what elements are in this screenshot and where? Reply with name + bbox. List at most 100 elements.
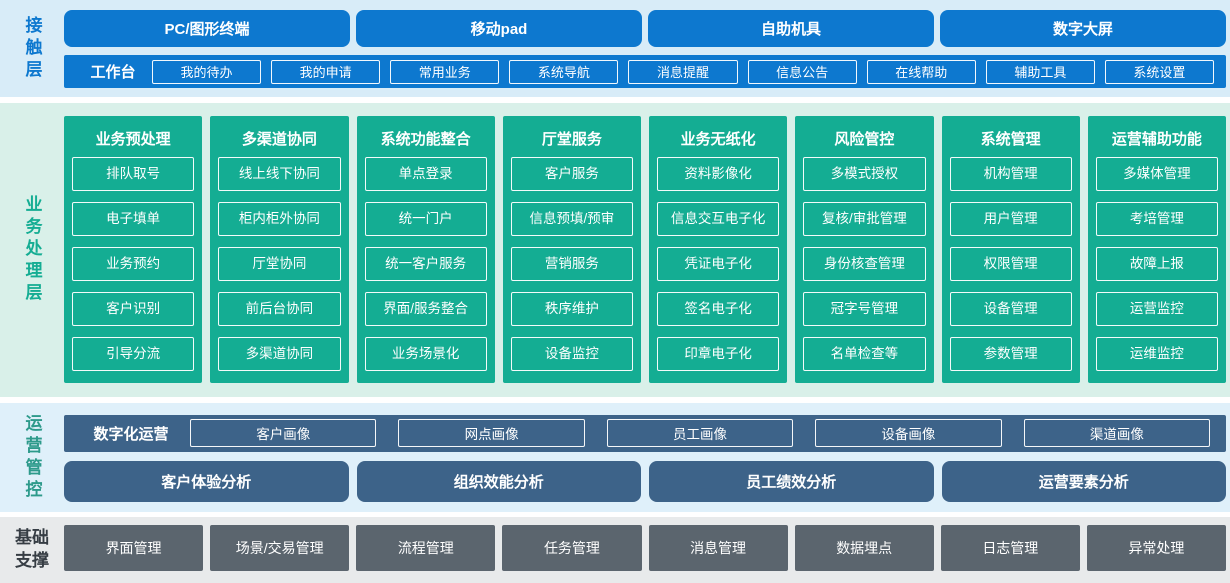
business-feature-chip[interactable]: 界面/服务整合: [364, 292, 487, 326]
device-button[interactable]: PC/图形终端: [64, 10, 350, 47]
device-button[interactable]: 自助机具: [648, 10, 934, 47]
business-column: 业务无纸化 资料影像化 信息交互电子化 凭证电子化 签名电子化 印章电子化: [649, 116, 788, 383]
business-feature-chip[interactable]: 线上线下协同: [218, 157, 341, 191]
business-feature-chip[interactable]: 营销服务: [510, 247, 633, 281]
business-feature-chip[interactable]: 考培管理: [1095, 202, 1218, 236]
workbench-item[interactable]: 我的申请: [271, 59, 381, 84]
contact-layer-section: 接触层 PC/图形终端 移动pad 自助机具 数字大屏 工作台 我的待办 我的申…: [0, 0, 1230, 97]
business-feature-chip[interactable]: 身份核查管理: [803, 247, 926, 281]
workbench-item[interactable]: 常用业务: [390, 59, 500, 84]
portrait-items: 客户画像 网点画像 员工画像 设备画像 渠道画像: [190, 419, 1211, 448]
business-feature-chip[interactable]: 业务场景化: [364, 337, 487, 371]
business-feature-chip[interactable]: 柜内柜外协同: [218, 202, 341, 236]
business-feature-chip[interactable]: 信息预填/预审: [510, 202, 633, 236]
workbench-item[interactable]: 在线帮助: [866, 59, 976, 84]
business-feature-chip[interactable]: 凭证电子化: [657, 247, 780, 281]
foundation-button[interactable]: 数据埋点: [794, 525, 934, 571]
portrait-button[interactable]: 客户画像: [190, 419, 377, 448]
business-feature-chip[interactable]: 运营监控: [1095, 292, 1218, 326]
contact-layer-label: 接触层: [22, 15, 42, 82]
business-feature-chip[interactable]: 权限管理: [949, 247, 1072, 281]
business-feature-chip[interactable]: 设备管理: [949, 292, 1072, 326]
business-feature-chip[interactable]: 统一门户: [364, 202, 487, 236]
device-button[interactable]: 数字大屏: [940, 10, 1226, 47]
foundation-button[interactable]: 日志管理: [940, 525, 1080, 571]
contact-layer-content: PC/图形终端 移动pad 自助机具 数字大屏 工作台 我的待办 我的申请 常用…: [64, 0, 1230, 97]
contact-layer-label-area: 接触层: [0, 0, 64, 97]
business-feature-chip[interactable]: 故障上报: [1095, 247, 1218, 281]
business-feature-chip[interactable]: 业务预约: [72, 247, 195, 281]
foundation-layer-label: 基础支撑: [15, 528, 49, 570]
business-feature-chip[interactable]: 参数管理: [949, 337, 1072, 371]
foundation-button[interactable]: 界面管理: [64, 525, 204, 571]
business-feature-chip[interactable]: 多媒体管理: [1095, 157, 1218, 191]
business-layer-section: 业务处理层 业务预处理 排队取号 电子填单 业务预约 客户识别 引导分流: [0, 103, 1230, 397]
business-column-items: 排队取号 电子填单 业务预约 客户识别 引导分流: [72, 157, 195, 371]
analysis-button[interactable]: 运营要素分析: [941, 460, 1226, 502]
business-column: 多渠道协同 线上线下协同 柜内柜外协同 厅堂协同 前后台协同 多渠道协同: [210, 116, 349, 383]
business-feature-chip[interactable]: 信息交互电子化: [657, 202, 780, 236]
business-feature-chip[interactable]: 冠字号管理: [803, 292, 926, 326]
business-column-items: 多媒体管理 考培管理 故障上报 运营监控 运维监控: [1095, 157, 1218, 371]
business-feature-chip[interactable]: 签名电子化: [657, 292, 780, 326]
business-feature-chip[interactable]: 设备监控: [510, 337, 633, 371]
analysis-button[interactable]: 组织效能分析: [356, 460, 641, 502]
business-columns: 业务预处理 排队取号 电子填单 业务预约 客户识别 引导分流: [64, 103, 1230, 397]
portrait-button[interactable]: 设备画像: [815, 419, 1002, 448]
business-feature-chip[interactable]: 统一客户服务: [364, 247, 487, 281]
foundation-items: 界面管理 场景/交易管理 流程管理 任务管理 消息管理 数据埋点 日志管理 异常…: [64, 517, 1230, 583]
workbench-item[interactable]: 我的待办: [152, 59, 262, 84]
business-feature-chip[interactable]: 复核/审批管理: [803, 202, 926, 236]
foundation-button[interactable]: 流程管理: [356, 525, 496, 571]
operations-content: 数字化运营 客户画像 网点画像 员工画像 设备画像 渠道画像 客户体验分析: [64, 403, 1230, 512]
portrait-button[interactable]: 渠道画像: [1023, 419, 1211, 448]
workbench-item[interactable]: 辅助工具: [985, 59, 1095, 84]
analysis-button[interactable]: 客户体验分析: [64, 460, 349, 502]
business-column-items: 多模式授权 复核/审批管理 身份核查管理 冠字号管理 名单检查等: [803, 157, 926, 371]
business-column-title: 业务预处理: [95, 131, 171, 148]
business-column-title: 运营辅助功能: [1111, 131, 1202, 148]
portrait-button[interactable]: 员工画像: [606, 419, 794, 448]
portrait-button[interactable]: 网点画像: [398, 419, 585, 448]
workbench-bar: 工作台 我的待办 我的申请 常用业务 系统导航 消息提醒 信息公告 在线帮助: [64, 55, 1226, 88]
digital-ops-bar: 数字化运营 客户画像 网点画像 员工画像 设备画像 渠道画像: [64, 415, 1226, 452]
business-layer-label: 业务处理层: [22, 195, 42, 305]
foundation-button[interactable]: 异常处理: [1086, 525, 1226, 571]
business-feature-chip[interactable]: 资料影像化: [657, 157, 780, 191]
analysis-button[interactable]: 员工绩效分析: [649, 460, 934, 502]
business-feature-chip[interactable]: 运维监控: [1095, 337, 1218, 371]
business-column: 风险管控 多模式授权 复核/审批管理 身份核查管理 冠字号管理 名单检查等: [795, 116, 934, 383]
business-column-title: 风险管控: [834, 131, 895, 148]
business-feature-chip[interactable]: 印章电子化: [657, 337, 780, 371]
business-column-items: 客户服务 信息预填/预审 营销服务 秩序维护 设备监控: [510, 157, 633, 371]
business-feature-chip[interactable]: 秩序维护: [510, 292, 633, 326]
business-feature-chip[interactable]: 多模式授权: [803, 157, 926, 191]
foundation-button[interactable]: 场景/交易管理: [210, 525, 350, 571]
business-feature-chip[interactable]: 排队取号: [72, 157, 195, 191]
business-feature-chip[interactable]: 机构管理: [949, 157, 1072, 191]
business-feature-chip[interactable]: 前后台协同: [218, 292, 341, 326]
foundation-button[interactable]: 消息管理: [648, 525, 788, 571]
business-feature-chip[interactable]: 客户服务: [510, 157, 633, 191]
business-feature-chip[interactable]: 引导分流: [72, 337, 195, 371]
device-button[interactable]: 移动pad: [356, 10, 642, 47]
workbench-item[interactable]: 系统导航: [509, 59, 619, 84]
business-feature-chip[interactable]: 单点登录: [364, 157, 487, 191]
business-feature-chip[interactable]: 客户识别: [72, 292, 195, 326]
business-column-title: 业务无纸化: [680, 131, 756, 148]
foundation-button[interactable]: 任务管理: [502, 525, 642, 571]
workbench-item[interactable]: 消息提醒: [628, 59, 738, 84]
business-feature-chip[interactable]: 厅堂协同: [218, 247, 341, 281]
business-column: 系统功能整合 单点登录 统一门户 统一客户服务 界面/服务整合 业务场景化: [356, 116, 495, 383]
workbench-item[interactable]: 系统设置: [1104, 59, 1214, 84]
business-feature-chip[interactable]: 电子填单: [72, 202, 195, 236]
business-feature-chip[interactable]: 用户管理: [949, 202, 1072, 236]
business-column: 运营辅助功能 多媒体管理 考培管理 故障上报 运营监控 运维监控: [1087, 116, 1226, 383]
business-column-items: 机构管理 用户管理 权限管理 设备管理 参数管理: [949, 157, 1072, 371]
business-feature-chip[interactable]: 多渠道协同: [218, 337, 341, 371]
operations-layer-label: 运营管控: [22, 413, 42, 502]
business-column-items: 线上线下协同 柜内柜外协同 厅堂协同 前后台协同 多渠道协同: [218, 157, 341, 371]
workbench-item[interactable]: 信息公告: [747, 59, 857, 84]
business-feature-chip[interactable]: 名单检查等: [803, 337, 926, 371]
business-column-items: 资料影像化 信息交互电子化 凭证电子化 签名电子化 印章电子化: [657, 157, 780, 371]
